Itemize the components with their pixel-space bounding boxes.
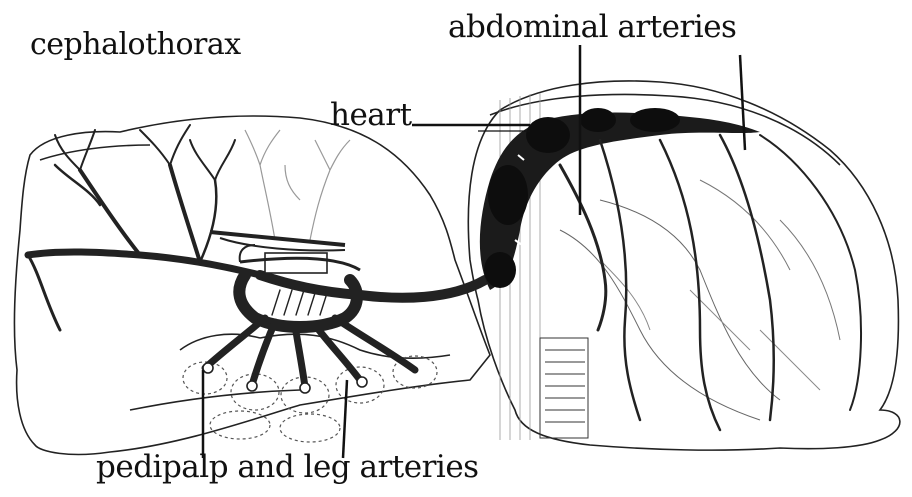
heart-shape	[480, 108, 760, 290]
cephalothorax-label: cephalothorax	[30, 30, 241, 60]
label-leaders	[203, 45, 745, 458]
cephalothorax-outline	[14, 116, 490, 455]
faint-arteries	[245, 130, 350, 240]
pedipalp-leg-arteries-label: pedipalp and leg arteries	[96, 452, 479, 483]
cephalothorax-arteries	[28, 125, 235, 330]
leg-artery-ends	[203, 363, 367, 393]
abdominal-arteries-label: abdominal arteries	[448, 12, 736, 43]
book-lung	[540, 338, 588, 438]
heart-label: heart	[330, 100, 412, 131]
